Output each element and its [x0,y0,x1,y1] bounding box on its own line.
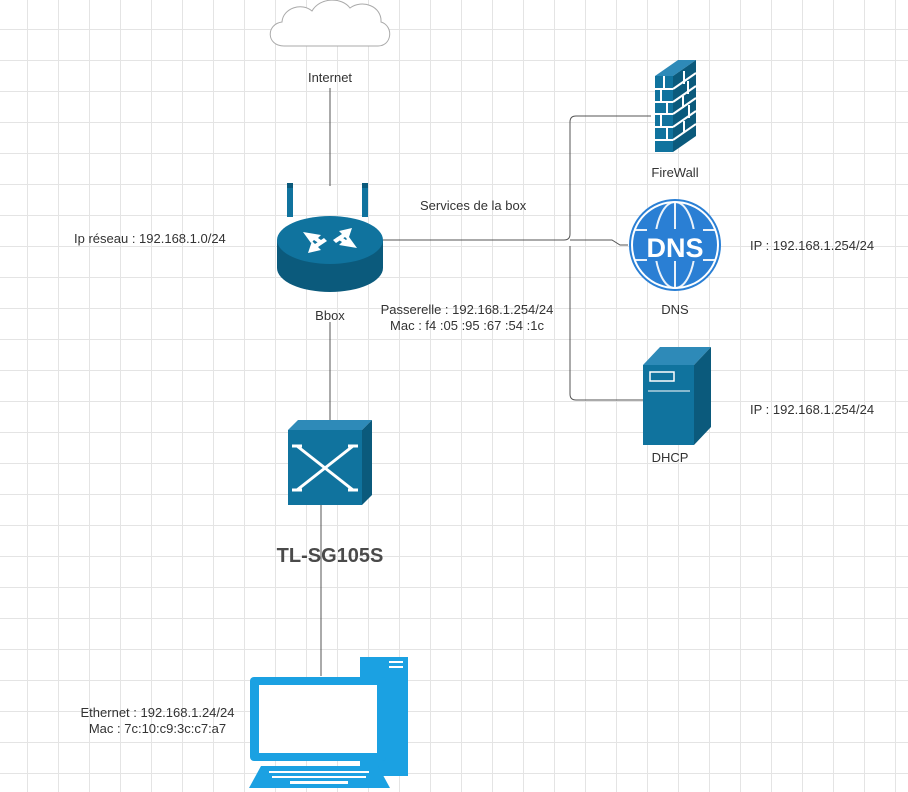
dns-label: DNS [661,302,689,317]
cloud-icon [269,0,391,47]
box-mac-label: Mac : f4 :05 :95 :67 :54 :1c [390,318,544,333]
network-ip-label: Ip réseau : 192.168.1.0/24 [74,231,226,246]
server-icon [643,347,711,445]
dns-icon-text: DNS [646,233,703,263]
switch-label: TL-SG105S [276,545,384,567]
laptop-icon [249,657,408,788]
gateway-label: Passerelle : 192.168.1.254/24 [380,302,554,317]
edge-bbox-services [383,115,651,401]
ethernet-ip-label: Ethernet : 192.168.1.24/24 [80,705,235,720]
firewall-icon [655,60,697,152]
firewall-label: FireWall [651,165,699,180]
dns-ip-label: IP : 192.168.1.254/24 [750,238,875,253]
switch-icon [288,420,372,505]
bbox-label: Bbox [315,308,345,323]
router-icon [277,183,383,292]
laptop-mac-label: Mac : 7c:10:c9:3c:c7:a7 [88,721,227,736]
dns-icon: DNS [629,199,721,291]
services-label: Services de la box [420,198,527,213]
internet-label: Internet [307,70,353,85]
dhcp-ip-label: IP : 192.168.1.254/24 [750,402,875,417]
dhcp-label: DHCP [651,450,689,465]
